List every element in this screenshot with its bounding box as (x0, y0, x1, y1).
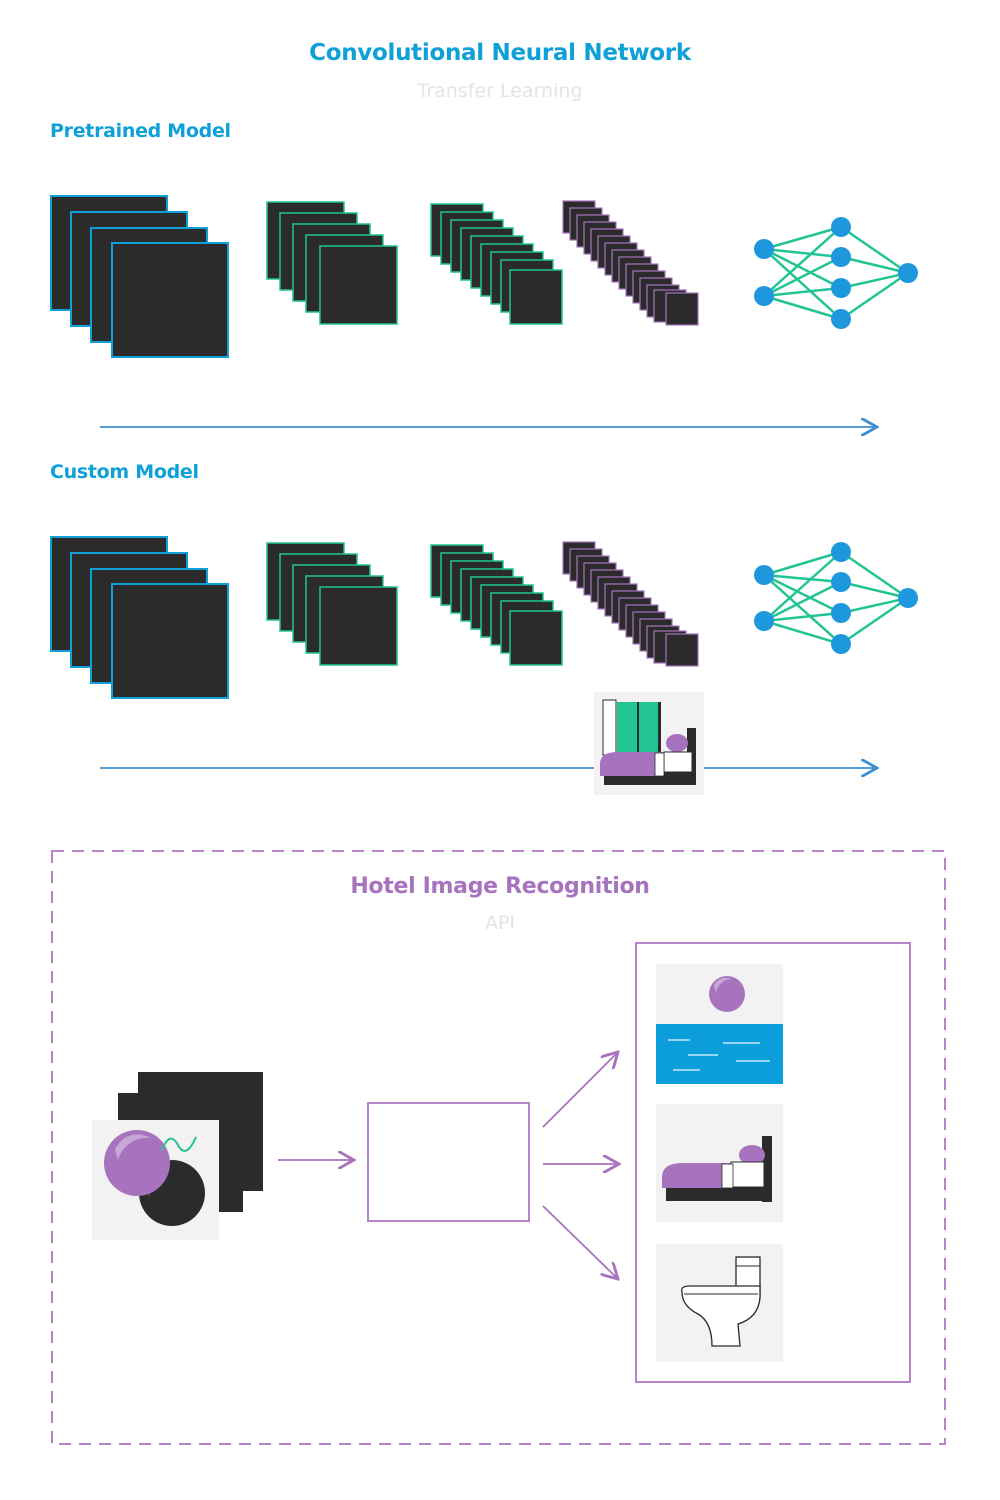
pretrained-model-label: Pretrained Model (50, 120, 231, 142)
custom-network (50, 536, 918, 795)
pretrained-layer-1 (50, 195, 229, 358)
custom-model-label: Custom Model (50, 461, 199, 483)
output-panel (635, 942, 911, 1383)
custom-layer-3 (430, 544, 563, 666)
page-subtitle: Transfer Learning (417, 80, 583, 102)
hotel-room-icon (594, 692, 704, 795)
api-subtitle: API (484, 912, 516, 934)
pretrained-layer-3 (430, 203, 563, 325)
toilet-icon (656, 1244, 783, 1362)
custom-layer-1 (50, 536, 229, 699)
output-arrow-bottom (542, 1205, 618, 1279)
api-title: Hotel Image Recognition (350, 874, 650, 899)
model-box (367, 1102, 530, 1222)
bed-icon (656, 1104, 783, 1222)
pretrained-layer-4 (562, 200, 699, 326)
pretrained-layer-2 (266, 201, 398, 325)
page-title: Convolutional Neural Network (309, 40, 691, 66)
custom-layer-2 (266, 542, 398, 666)
ball-image-stack-icon (92, 1072, 263, 1240)
api-boundary (51, 850, 946, 1445)
custom-dense-layer (754, 542, 918, 654)
pool-icon (656, 964, 783, 1084)
custom-layer-4 (562, 541, 699, 667)
output-arrow-top (542, 1052, 618, 1128)
pretrained-dense-layer (754, 217, 918, 329)
pretrained-network (50, 195, 918, 427)
